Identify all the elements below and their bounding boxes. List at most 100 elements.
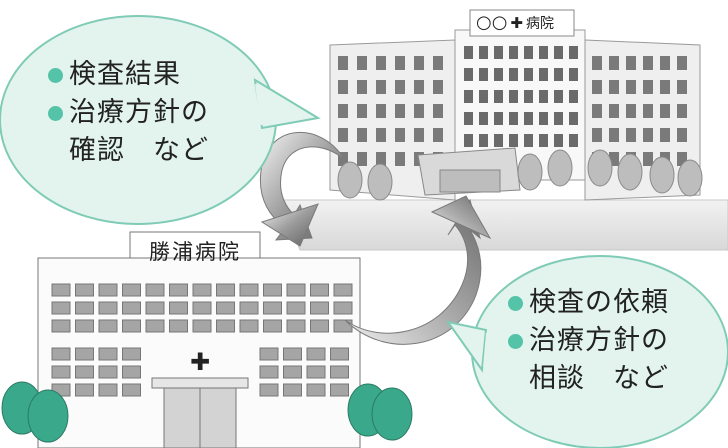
window [376,104,386,118]
tree-icon [517,153,543,191]
large-hospital-sign-circles: ○○ [476,12,508,33]
window [98,319,118,333]
window [395,128,405,142]
window [479,90,488,103]
window [414,80,424,94]
window [51,319,71,333]
window [357,128,367,142]
cycle-arrows [260,132,492,345]
window [609,80,619,94]
window [660,80,670,94]
window [524,46,533,59]
window [524,68,533,81]
bubble-bottom-item-label: 治療方針の [529,325,669,356]
window [494,68,503,81]
window [479,134,488,147]
window [569,112,578,125]
window [192,301,212,315]
window [330,365,349,379]
window [310,283,329,297]
window [98,283,118,297]
window [539,68,548,81]
bubble-top-tail [253,78,321,130]
large-hospital-sign-board [469,9,575,37]
arrow-to-clinic-head [260,203,319,247]
window [259,347,279,361]
window [494,46,503,59]
large-hospital-sign: ○○ ✚ 病院 [476,12,554,33]
window [643,128,653,142]
window [75,319,94,333]
window [192,283,212,297]
window [539,134,548,147]
window [357,152,367,166]
window [414,104,424,118]
bubble-top [0,15,321,225]
bubble-top-item: 検査結果 [48,56,209,94]
window [660,104,670,118]
window [98,301,118,315]
window [169,283,188,297]
bubble-top-item-label: 治療方針の [69,97,209,128]
window [333,301,353,315]
tree-icon [367,163,393,201]
window [509,46,518,59]
window [677,152,687,166]
window [395,80,405,94]
window [643,56,653,70]
bubble-bottom [445,255,728,448]
bubble-bottom-text: 検査の依頼 治療方針の 相談 など [508,284,669,398]
bubble-bottom-item: 検査の依頼 [508,284,669,322]
window [554,68,563,81]
small-hospital-sign: 勝浦病院 [149,240,241,264]
window [609,56,619,70]
window [660,56,670,70]
window [554,90,563,103]
bubble-bottom-continuation: 相談 など [508,360,669,398]
window [75,383,94,397]
window [464,90,473,103]
window [216,301,235,315]
large-hospital-trees [337,149,703,201]
window [643,80,653,94]
bubble-top-continuation: 確認 など [48,132,209,170]
window [169,319,188,333]
red-cross-icon: ✚ [510,13,523,32]
window [509,90,518,103]
large-hospital [279,9,728,251]
window [122,283,141,297]
bullet-dot-icon [48,67,63,83]
window [539,46,548,59]
window [677,128,687,142]
window [569,46,578,59]
window [75,283,94,297]
window [306,365,326,379]
window [98,347,118,361]
tree-icon [587,149,613,187]
bubble-bottom-continuation-label: 相談 など [529,363,669,394]
bullet-dot-icon [508,295,523,311]
small-hospital-windows [51,283,353,397]
window [51,301,71,315]
window [626,128,636,142]
window [376,56,386,70]
window [283,365,302,379]
window [524,90,533,103]
window [75,347,94,361]
window [357,104,367,118]
large-hospital-entrance-door [439,169,501,193]
window [310,319,329,333]
bubble-top-item-label: 検査結果 [69,59,181,90]
window [122,301,141,315]
small-hospital-canopy [151,377,249,389]
tree-icon [677,159,703,197]
window [283,347,302,361]
window [333,283,353,297]
window [306,347,326,361]
window [464,46,473,59]
window [216,283,235,297]
window [98,383,118,397]
bubble-bottom-item: 治療方針の [508,322,669,360]
large-hospital-ground [279,199,728,251]
window [433,128,443,142]
